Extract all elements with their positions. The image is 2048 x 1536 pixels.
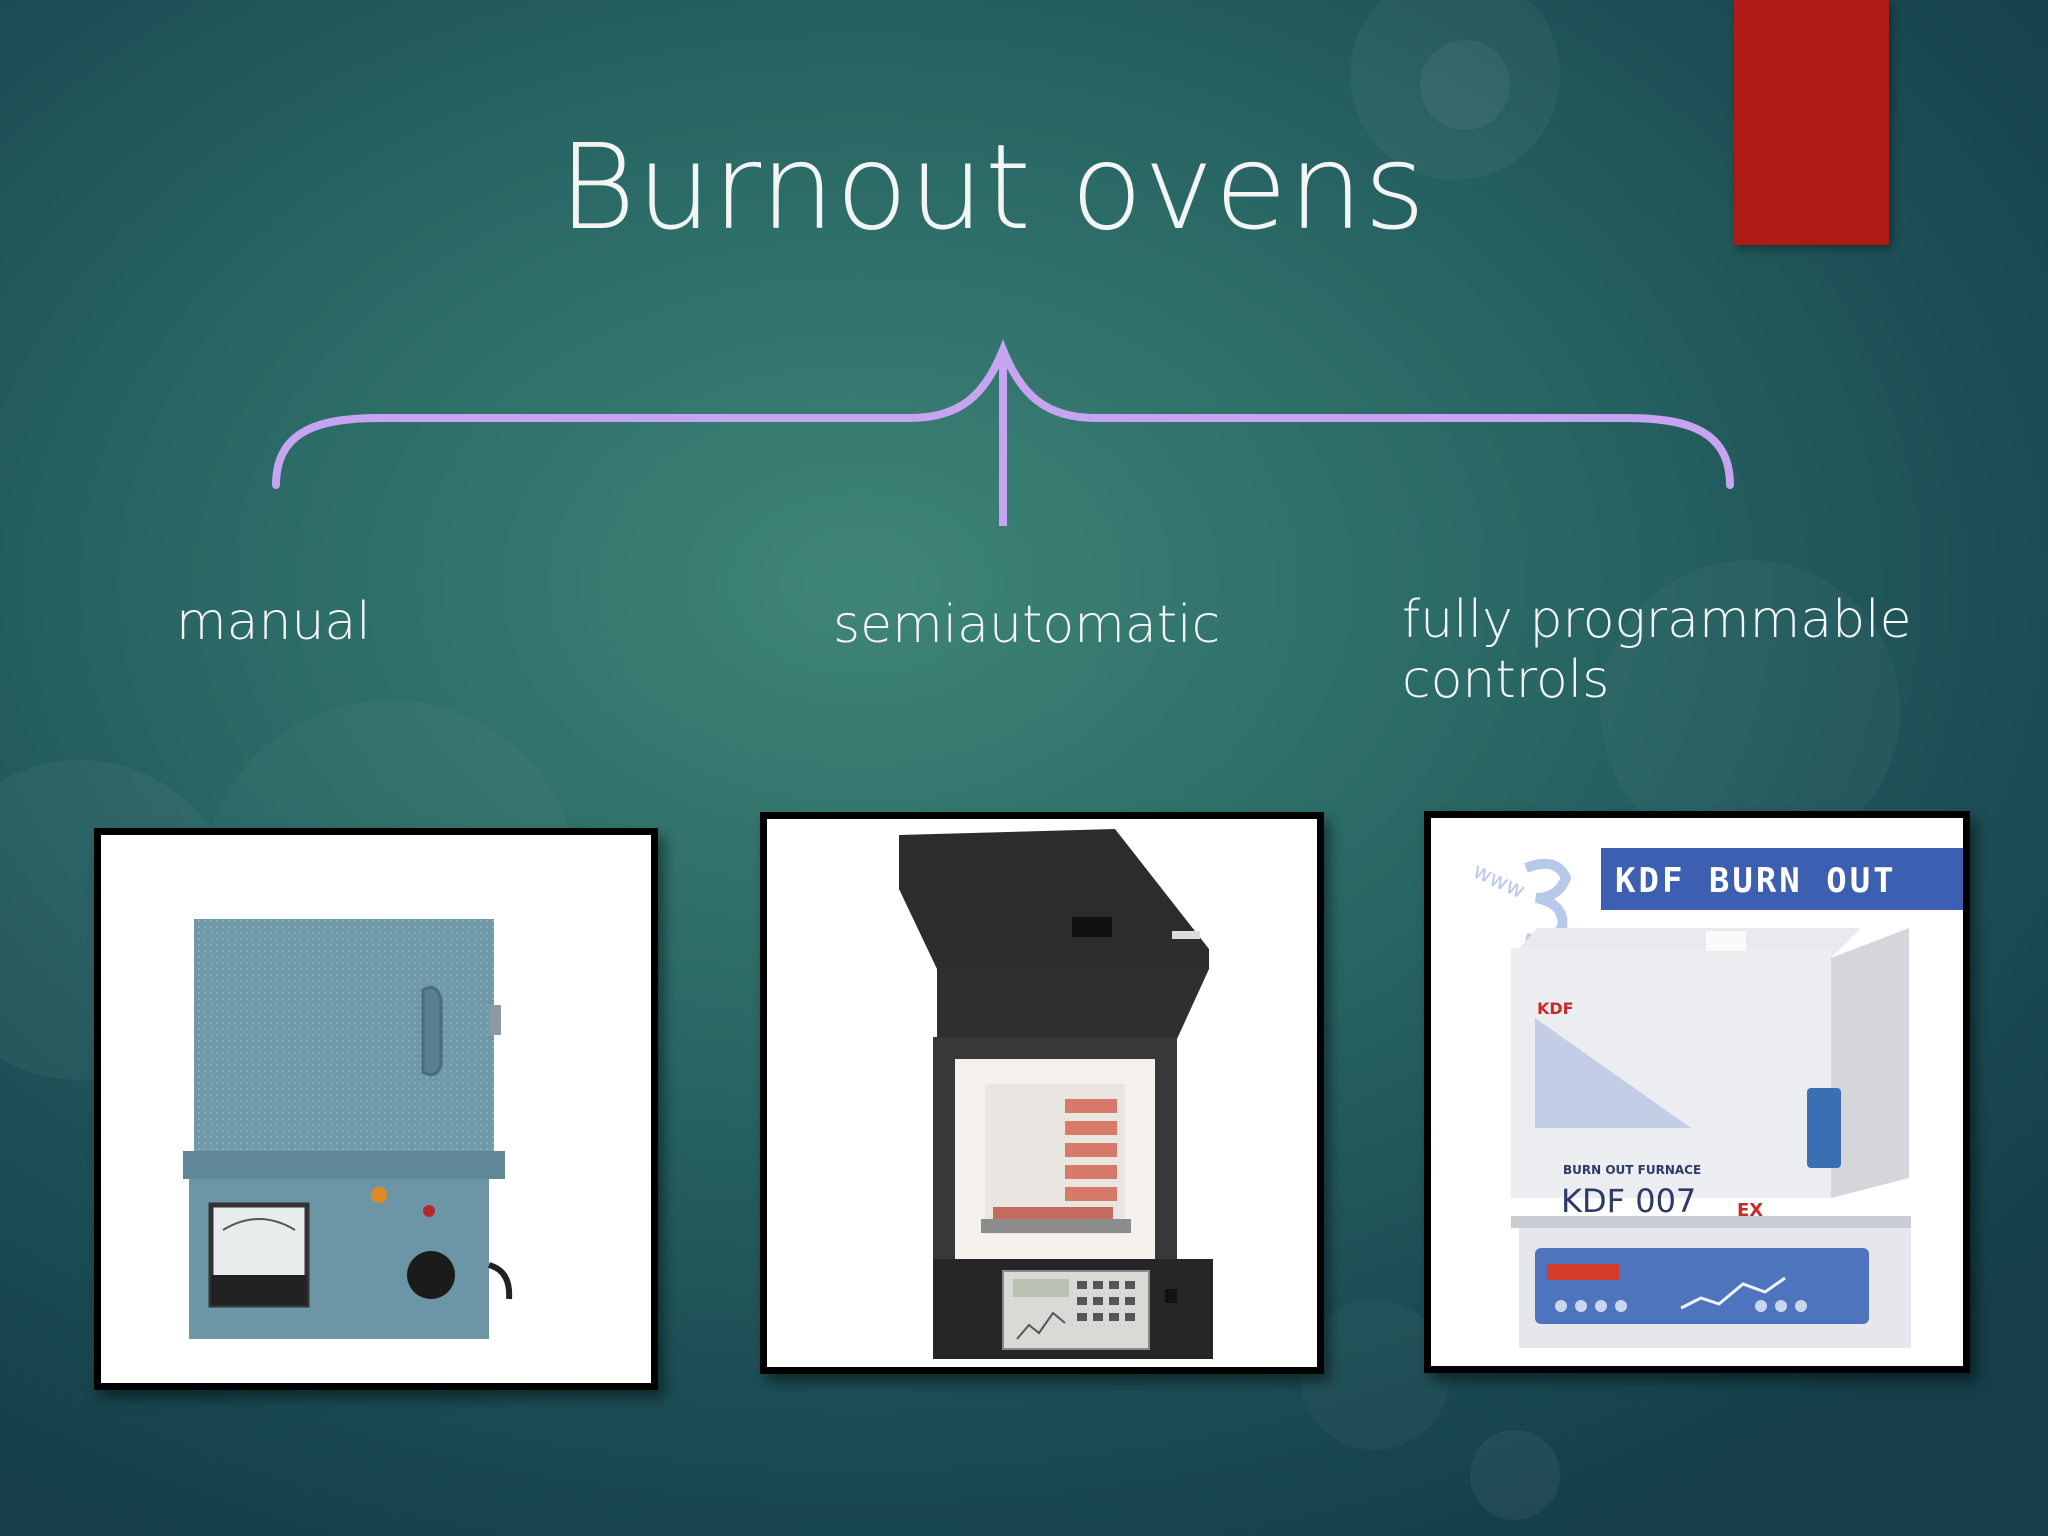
slide-title: Burnout ovens (558, 118, 1427, 256)
background-bubble (1470, 1430, 1560, 1520)
background-bubble (1420, 40, 1510, 130)
background-bubble (1350, 0, 1560, 180)
programmable-oven-image: KDF BURN OUT www KDF BURN OUT FURNACE KD… (1424, 811, 1970, 1373)
category-label-semiautomatic: semiautomatic (833, 595, 1221, 655)
watermark-logo: www (1469, 859, 1528, 904)
manual-oven-image (94, 828, 658, 1390)
category-label-fully-programmable: fully programmable controls (1402, 590, 1912, 710)
kdf-model: KDF 007 (1561, 1182, 1696, 1220)
kdf-banner-text: KDF BURN OUT (1615, 861, 1897, 901)
accent-tab (1734, 0, 1889, 245)
kdf-caption: BURN OUT FURNACE (1563, 1163, 1701, 1177)
category-label-manual: manual (176, 592, 371, 652)
kdf-suffix: EX (1737, 1200, 1763, 1221)
kdf-brand-label: KDF (1537, 999, 1574, 1018)
semiautomatic-oven-image (760, 812, 1324, 1374)
category-brace (272, 339, 1734, 526)
